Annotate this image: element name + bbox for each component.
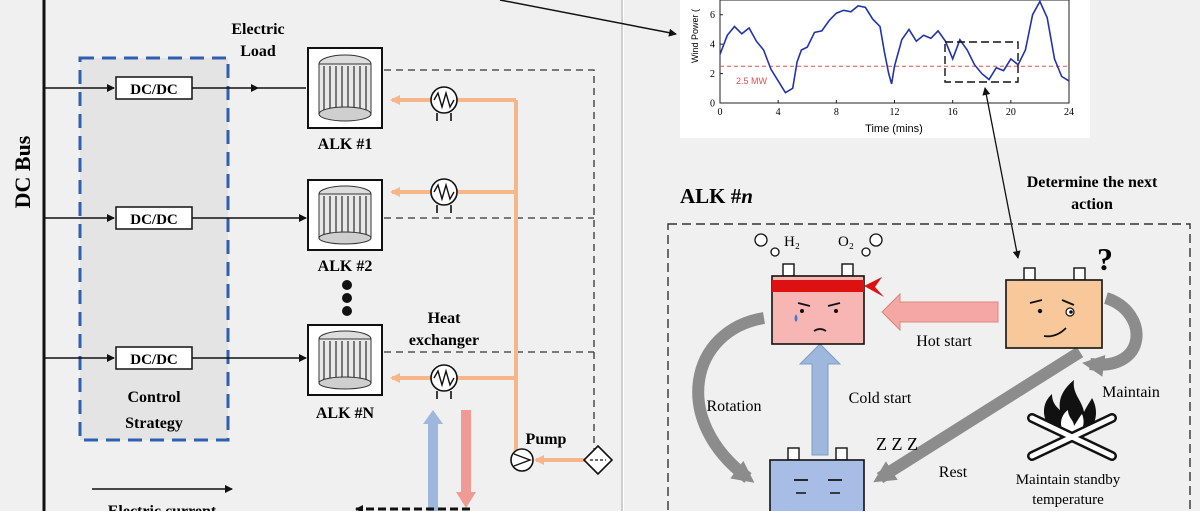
x-tick-label: 4	[776, 107, 781, 118]
heat-exchanger-line1: Heat	[428, 310, 462, 327]
filter-icon	[582, 444, 614, 476]
y-tick-label: 6	[710, 10, 715, 21]
plot-xlabel: Time (mins)	[865, 123, 923, 135]
dcdc-label-1: DC/DC	[130, 82, 178, 98]
sleep-z-label: Z Z Z	[876, 434, 918, 454]
pointer-arrow	[499, 0, 677, 37]
maintain-label: Maintain	[1102, 384, 1160, 401]
x-tick-label: 16	[948, 107, 958, 118]
rotation-arrow	[692, 312, 766, 483]
alk-label-1: ALK #1	[318, 136, 373, 153]
decision-link-arrow	[982, 87, 1021, 259]
maintain-arrow	[1082, 292, 1143, 377]
ellipsis-dot	[342, 293, 352, 303]
plot-ylabel: Wind Power (	[690, 9, 700, 63]
y-tick-label: 0	[710, 99, 715, 110]
pump-icon	[510, 448, 534, 472]
ellipsis-dot	[342, 280, 352, 290]
x-tick-label: 20	[1006, 107, 1016, 118]
hot-start-arrow	[881, 292, 999, 332]
state-machine-box	[667, 223, 1191, 516]
ellipsis-dot	[342, 306, 352, 316]
dcdc-label-n: DC/DC	[130, 352, 178, 368]
heat-exchanger-icon	[430, 86, 458, 121]
determine-line1: Determine the next	[1027, 174, 1158, 191]
dcdc-label-2: DC/DC	[130, 212, 178, 228]
campfire-icon	[1027, 380, 1117, 461]
pump-label: Pump	[526, 431, 567, 448]
legend-electric-current: Electric current	[108, 503, 217, 511]
alk-label-n: ALK #N	[316, 405, 375, 422]
plot-axes-frame	[719, 0, 1070, 104]
heat-exchanger-line2: exchanger	[409, 332, 479, 349]
standby-line2: temperature	[1032, 492, 1104, 508]
hot-water-pipe	[461, 410, 471, 495]
electric-load-line1: Electric	[231, 21, 284, 38]
electrolyzer-row-n: DC/DC ALK #N	[44, 324, 594, 422]
left-panel: DC Bus Control Strategy Electric Load DC…	[0, 0, 623, 516]
x-tick-label: 8	[834, 107, 839, 118]
rotation-label: Rotation	[706, 398, 761, 415]
standby-state-battery-icon	[1005, 267, 1103, 349]
electrolyzer-row-1: DC/DC ALK #1	[44, 47, 595, 465]
hot-start-label: Hot start	[916, 333, 972, 350]
cold-start-label: Cold start	[849, 390, 912, 407]
h2-label: H₂	[784, 234, 800, 250]
electric-load-line2: Load	[240, 43, 276, 60]
threshold-label: 2.5 MW	[736, 76, 768, 86]
y-tick-label: 4	[710, 40, 715, 51]
dc-bus-label: DC Bus	[10, 135, 35, 208]
y-axis-ticks: 0 2 4 6	[710, 10, 723, 110]
alk-n-title: ALK #n	[680, 184, 753, 208]
standby-line1: Maintain standby	[1016, 472, 1121, 488]
cold-water-pipe	[428, 420, 438, 511]
determine-line2: action	[1071, 196, 1113, 213]
heat-exchanger-icon	[430, 364, 458, 399]
cold-water-arrowhead	[423, 410, 443, 424]
y-tick-label: 2	[710, 69, 715, 80]
zoom-region-box	[944, 41, 1019, 83]
rest-label: Rest	[939, 464, 968, 481]
heat-exchanger-icon	[430, 178, 458, 213]
hot-water-arrowhead	[456, 492, 476, 508]
alk-stack-n-icon	[307, 324, 383, 396]
control-strategy-box	[78, 56, 230, 442]
control-label-line2: Strategy	[125, 415, 183, 432]
x-tick-label: 24	[1064, 107, 1074, 118]
return-dashed-line	[384, 69, 595, 465]
o2-label: O₂	[838, 234, 854, 250]
alk-label-2: ALK #2	[318, 258, 373, 275]
alk-stack-1-icon	[307, 47, 383, 129]
alk-stack-2-icon	[307, 179, 383, 251]
cold-state-battery-icon	[769, 447, 865, 516]
control-label-line1: Control	[127, 389, 181, 406]
hot-state-battery-icon	[754, 233, 884, 345]
wind-power-series	[719, 0, 1070, 94]
electrolyzer-row-2: DC/DC ALK #2	[44, 179, 594, 275]
rest-arrow	[873, 346, 1084, 484]
x-tick-label: 0	[718, 107, 723, 118]
cold-start-arrow	[798, 343, 842, 456]
question-mark: ?	[1097, 241, 1113, 277]
x-tick-label: 12	[890, 107, 900, 118]
